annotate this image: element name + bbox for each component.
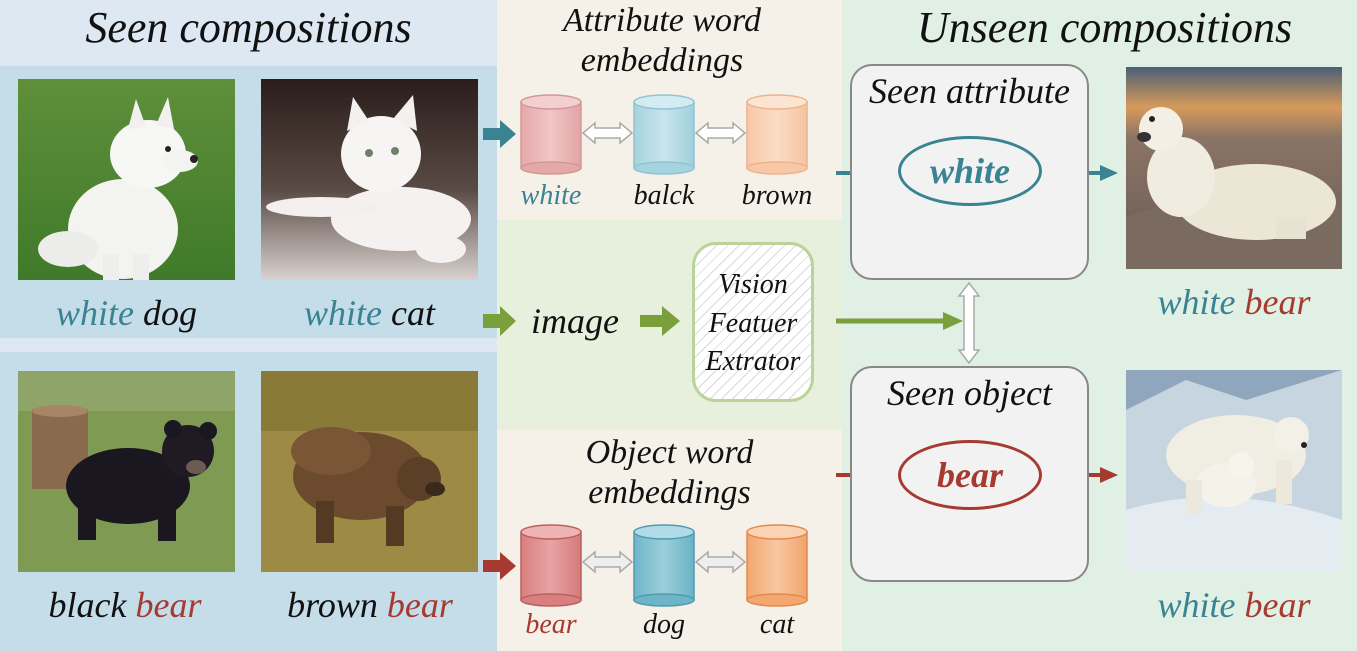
seen-compositions-title: Seen compositions [85, 3, 412, 52]
extractor-line-2: Featuer [708, 308, 798, 339]
caption-attr: white [1157, 585, 1236, 625]
extractor-line-1: Vision [718, 269, 788, 300]
attr-label-white: white [520, 180, 582, 211]
obj-label-bear: bear [525, 609, 577, 640]
polar-bear-rock-photo [1126, 67, 1342, 269]
image-label: image [531, 301, 619, 341]
attr-double-arrow-2 [694, 121, 747, 145]
teal-input-arrow [483, 120, 516, 148]
caption-attr: white [304, 293, 382, 333]
seen-attribute-oval: white [898, 136, 1042, 206]
caption-obj: bear [1244, 282, 1311, 322]
white-dog-photo [18, 79, 235, 280]
caption-white-cat: white cat [261, 292, 478, 334]
attr-double-arrow-1 [581, 121, 634, 145]
obj-double-arrow-2 [694, 550, 747, 574]
caption-obj: bear [1244, 585, 1311, 625]
brown-bear-photo [261, 371, 478, 572]
caption-attr: white [56, 293, 134, 333]
seen-attribute-title: Seen attribute [869, 71, 1070, 111]
vision-feature-extractor: Vision Featuer Extrator [692, 242, 814, 402]
attribute-embeddings-title-2: embeddings [580, 42, 744, 79]
caption-obj: bear [135, 585, 202, 625]
obj-cylinder-cat [746, 524, 808, 607]
white-cat-photo [261, 79, 478, 280]
attr-label-balck: balck [633, 180, 695, 211]
object-embeddings-title-1: Object word [585, 434, 754, 471]
unseen-caption-2: white bear [1126, 584, 1342, 626]
object-embeddings-title-2: embeddings [588, 474, 751, 511]
unseen-compositions-title: Unseen compositions [916, 3, 1293, 52]
caption-attr: white [1157, 282, 1236, 322]
polar-bear-ice-photo [1126, 370, 1342, 572]
attribute-embeddings-title-1: Attribute word [562, 2, 762, 39]
attr-cylinder-white [520, 94, 582, 175]
obj-cylinder-dog [633, 524, 695, 607]
extractor-line-3: Extrator [705, 346, 801, 377]
seen-object-oval: bear [898, 440, 1042, 510]
red-input-arrow [483, 552, 516, 580]
obj-label-dog: dog [643, 609, 685, 640]
caption-black-bear: black bear [0, 584, 250, 626]
obj-cylinder-bear [520, 524, 582, 607]
caption-obj: cat [391, 293, 435, 333]
caption-attr: black [48, 585, 127, 625]
caption-attr: brown [287, 585, 378, 625]
caption-obj: bear [386, 585, 453, 625]
attr-cylinder-brown [746, 94, 808, 175]
caption-brown-bear: brown bear [250, 584, 490, 626]
green-input-arrow [483, 306, 516, 336]
obj-double-arrow-1 [581, 550, 634, 574]
caption-obj: dog [143, 293, 197, 333]
seen-object-box: Seen object [850, 366, 1089, 582]
seen-object-title: Seen object [887, 373, 1052, 413]
black-bear-photo [18, 371, 235, 572]
unseen-caption-1: white bear [1126, 281, 1342, 323]
image-to-extractor-arrow [640, 306, 680, 336]
attr-label-brown: brown [741, 180, 813, 211]
extractor-output-arrow [836, 312, 963, 330]
obj-label-cat: cat [759, 609, 795, 640]
attr-cylinder-balck [633, 94, 695, 175]
vertical-double-arrow [957, 281, 981, 365]
caption-white-dog: white dog [18, 292, 235, 334]
